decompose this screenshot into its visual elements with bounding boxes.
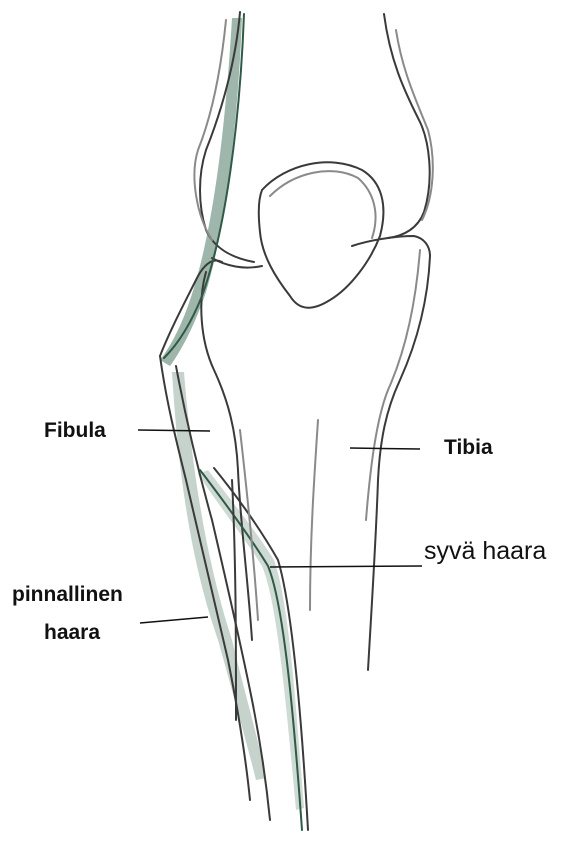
tibial-plateau	[212, 236, 430, 268]
deep-branch-label: syvä haara	[424, 536, 546, 567]
tibia-label: Tibia	[444, 435, 493, 461]
deep-branch-leader-line	[270, 566, 422, 567]
superficial-branch-label-line2: haara	[44, 620, 100, 646]
pencil-outlines	[160, 12, 433, 830]
superficial-branch-label-line1: pinnallinen	[12, 582, 123, 608]
superficial-branch-leader-line	[140, 617, 208, 623]
femur-medial-outline-2	[396, 30, 433, 220]
tibia-crest	[310, 420, 318, 610]
nerve-superficial-branch	[172, 372, 266, 780]
fibula-label: Fibula	[44, 418, 106, 444]
fibula-leader-line	[138, 430, 210, 431]
nerve-shading	[160, 18, 304, 810]
patella-outline-2	[270, 171, 376, 238]
tibia-medial-edge-2	[366, 250, 420, 520]
tibia-leader-line	[350, 448, 420, 449]
tibia-medial-edge	[368, 256, 430, 670]
femur-medial-outline	[384, 14, 430, 238]
